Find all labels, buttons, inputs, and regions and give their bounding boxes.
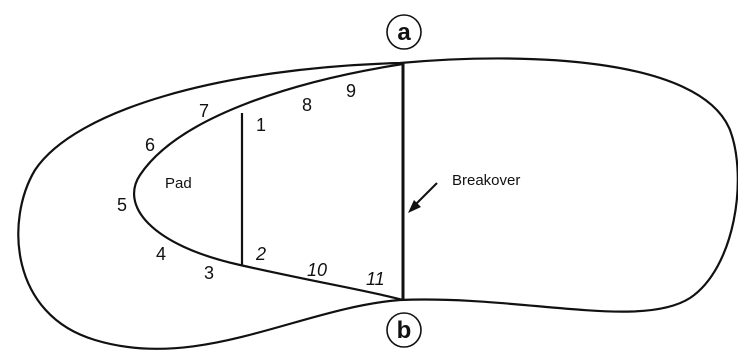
number-10: 10 [307,260,327,280]
number-8: 8 [302,95,312,115]
number-3: 3 [204,263,214,283]
breakover-arrow-head [408,200,421,213]
breakover-label: Breakover [452,172,520,189]
point-b-label: b [397,317,412,344]
point-a-circle [386,14,422,50]
point-a-label: a [397,19,411,46]
point-b-circle [386,312,422,348]
number-2: 2 [255,244,266,264]
pad-outline [133,62,404,302]
number-11: 11 [366,269,385,289]
outer-outline [17,57,738,350]
number-6: 6 [145,135,155,155]
number-4: 4 [156,244,166,264]
number-5: 5 [117,195,127,215]
number-7: 7 [199,101,209,121]
number-1: 1 [256,115,266,135]
pad-label: Pad [165,175,192,192]
number-9: 9 [346,81,356,101]
